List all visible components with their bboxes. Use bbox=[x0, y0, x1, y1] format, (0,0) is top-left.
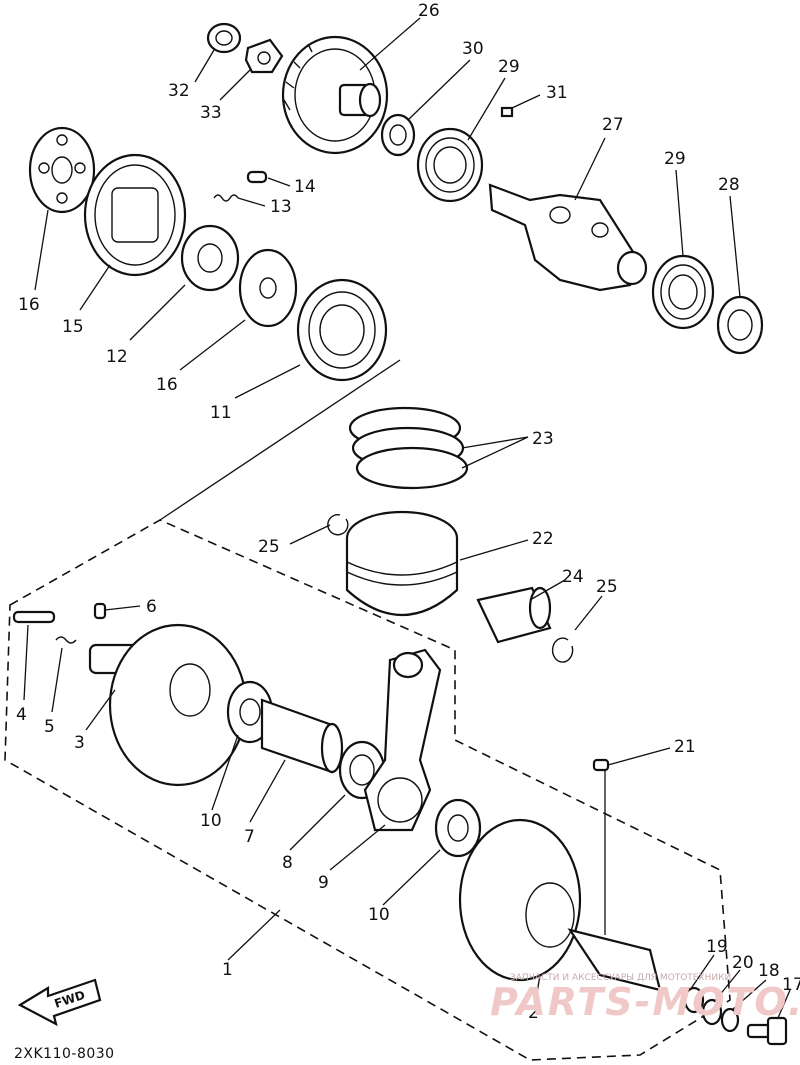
callout-7: 7 bbox=[244, 827, 255, 847]
callout-16-lower: 16 bbox=[156, 375, 178, 395]
callout-3: 3 bbox=[74, 733, 85, 753]
spring-13 bbox=[213, 194, 239, 202]
callout-10-left: 10 bbox=[200, 811, 222, 831]
bearing-29-top bbox=[416, 127, 484, 203]
bearing-29-right bbox=[651, 254, 715, 330]
callout-8: 8 bbox=[282, 853, 293, 873]
lock-washer-33 bbox=[244, 38, 284, 74]
callout-labels: 26 30 29 31 32 33 27 14 13 29 28 16 15 1… bbox=[16, 1, 800, 1023]
callout-21: 21 bbox=[674, 737, 696, 757]
drive-gear-15 bbox=[83, 153, 187, 277]
pin-14 bbox=[246, 170, 268, 184]
callout-29-right: 29 bbox=[664, 149, 686, 169]
callout-14: 14 bbox=[294, 177, 316, 197]
callout-26: 26 bbox=[418, 1, 440, 21]
crankshaft-assembly-boundary bbox=[4, 519, 731, 1061]
callout-30: 30 bbox=[462, 39, 484, 59]
balancer-drive-gear-26 bbox=[281, 35, 389, 155]
piston-22 bbox=[345, 510, 459, 617]
nut-32 bbox=[206, 22, 242, 54]
bolt-17 bbox=[746, 1016, 788, 1046]
plate-16-lower bbox=[238, 248, 298, 328]
callout-9: 9 bbox=[318, 873, 329, 893]
bearing-11 bbox=[296, 278, 388, 382]
callout-1: 1 bbox=[222, 960, 233, 980]
watermark: ЗАПЧАСТИ И АКСЕССУАРЫ ДЛЯ МОТОТЕХНИКИ PA… bbox=[490, 973, 800, 1024]
crank-pin-7 bbox=[260, 698, 344, 774]
watermark-big-text: PARTS-MOTO.RU bbox=[490, 980, 800, 1024]
leader-lines bbox=[23, 17, 791, 1019]
oil-seal-28 bbox=[716, 295, 764, 355]
callout-23: 23 bbox=[532, 429, 554, 449]
callout-25-left: 25 bbox=[258, 537, 280, 557]
callout-33: 33 bbox=[200, 103, 222, 123]
callout-12: 12 bbox=[106, 347, 128, 367]
callout-20: 20 bbox=[732, 953, 754, 973]
piston-rings-23 bbox=[348, 406, 469, 490]
pin-6 bbox=[93, 602, 107, 620]
crank-left-3 bbox=[88, 623, 248, 787]
callout-24: 24 bbox=[562, 567, 584, 587]
circlip-25-left bbox=[327, 514, 349, 536]
key-21 bbox=[592, 758, 610, 772]
callout-2: 2 bbox=[528, 1003, 539, 1023]
connecting-rod-9 bbox=[363, 648, 442, 832]
washer-10-right bbox=[434, 798, 482, 858]
callout-6: 6 bbox=[146, 597, 157, 617]
callout-17: 17 bbox=[782, 975, 800, 995]
callout-32: 32 bbox=[168, 81, 190, 101]
balancer-shaft-27 bbox=[488, 183, 648, 292]
watermark-small-text: ЗАПЧАСТИ И АКСЕССУАРЫ ДЛЯ МОТОТЕХНИКИ bbox=[510, 973, 731, 983]
piston-pin-24 bbox=[476, 586, 552, 644]
washer-19 bbox=[683, 986, 705, 1014]
spring-5 bbox=[55, 636, 77, 644]
callout-28: 28 bbox=[718, 175, 740, 195]
callout-25-right: 25 bbox=[596, 577, 618, 597]
callout-16-upper: 16 bbox=[18, 295, 40, 315]
callout-4: 4 bbox=[16, 705, 27, 725]
callout-31: 31 bbox=[546, 83, 568, 103]
plate-16-upper bbox=[28, 126, 96, 214]
washer-20 bbox=[701, 998, 723, 1026]
callout-22: 22 bbox=[532, 529, 554, 549]
callout-29-top: 29 bbox=[498, 57, 520, 77]
fwd-arrow-icon: FWD bbox=[17, 978, 102, 1027]
washer-18 bbox=[720, 1007, 740, 1033]
crank-right-2 bbox=[458, 818, 662, 992]
callout-10-right: 10 bbox=[368, 905, 390, 925]
callout-19: 19 bbox=[706, 937, 728, 957]
bolt-4 bbox=[12, 610, 56, 624]
callout-11: 11 bbox=[210, 403, 232, 423]
callout-18: 18 bbox=[758, 961, 780, 981]
callout-13: 13 bbox=[270, 197, 292, 217]
hub-12 bbox=[180, 224, 240, 292]
key-31 bbox=[500, 106, 514, 118]
diagram-code: 2XK110-8030 bbox=[14, 1046, 115, 1062]
callout-27: 27 bbox=[602, 115, 624, 135]
callout-5: 5 bbox=[44, 717, 55, 737]
circlip-25-right bbox=[551, 637, 574, 663]
washer-30 bbox=[380, 113, 416, 157]
callout-15: 15 bbox=[62, 317, 84, 337]
